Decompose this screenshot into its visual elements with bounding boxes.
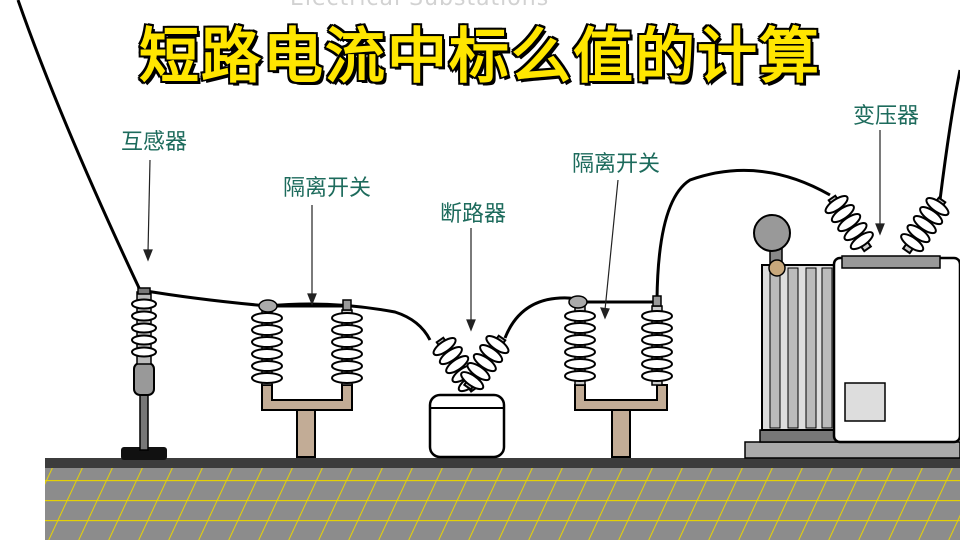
label-power-transformer: 变压器 xyxy=(853,104,920,129)
ground xyxy=(45,458,960,540)
incoming-line xyxy=(16,0,432,341)
watermark: Electrical Substations xyxy=(290,0,549,11)
disconnector-right xyxy=(564,295,673,458)
current-transformer xyxy=(121,287,167,460)
circuit-breaker xyxy=(428,334,510,459)
line-to-transformer xyxy=(655,168,831,301)
outgoing-line xyxy=(938,69,960,201)
label-disconnector-left: 隔离开关 xyxy=(283,176,372,201)
power-transformer xyxy=(744,194,960,459)
disconnector-left xyxy=(251,299,363,458)
label-arrows xyxy=(143,130,885,332)
page-title: 短路电流中标么值的计算 xyxy=(138,21,821,94)
label-current-transformer: 互感器 xyxy=(121,130,188,155)
label-circuit-breaker: 断路器 xyxy=(440,202,507,227)
label-disconnector-right: 隔离开关 xyxy=(572,152,661,177)
